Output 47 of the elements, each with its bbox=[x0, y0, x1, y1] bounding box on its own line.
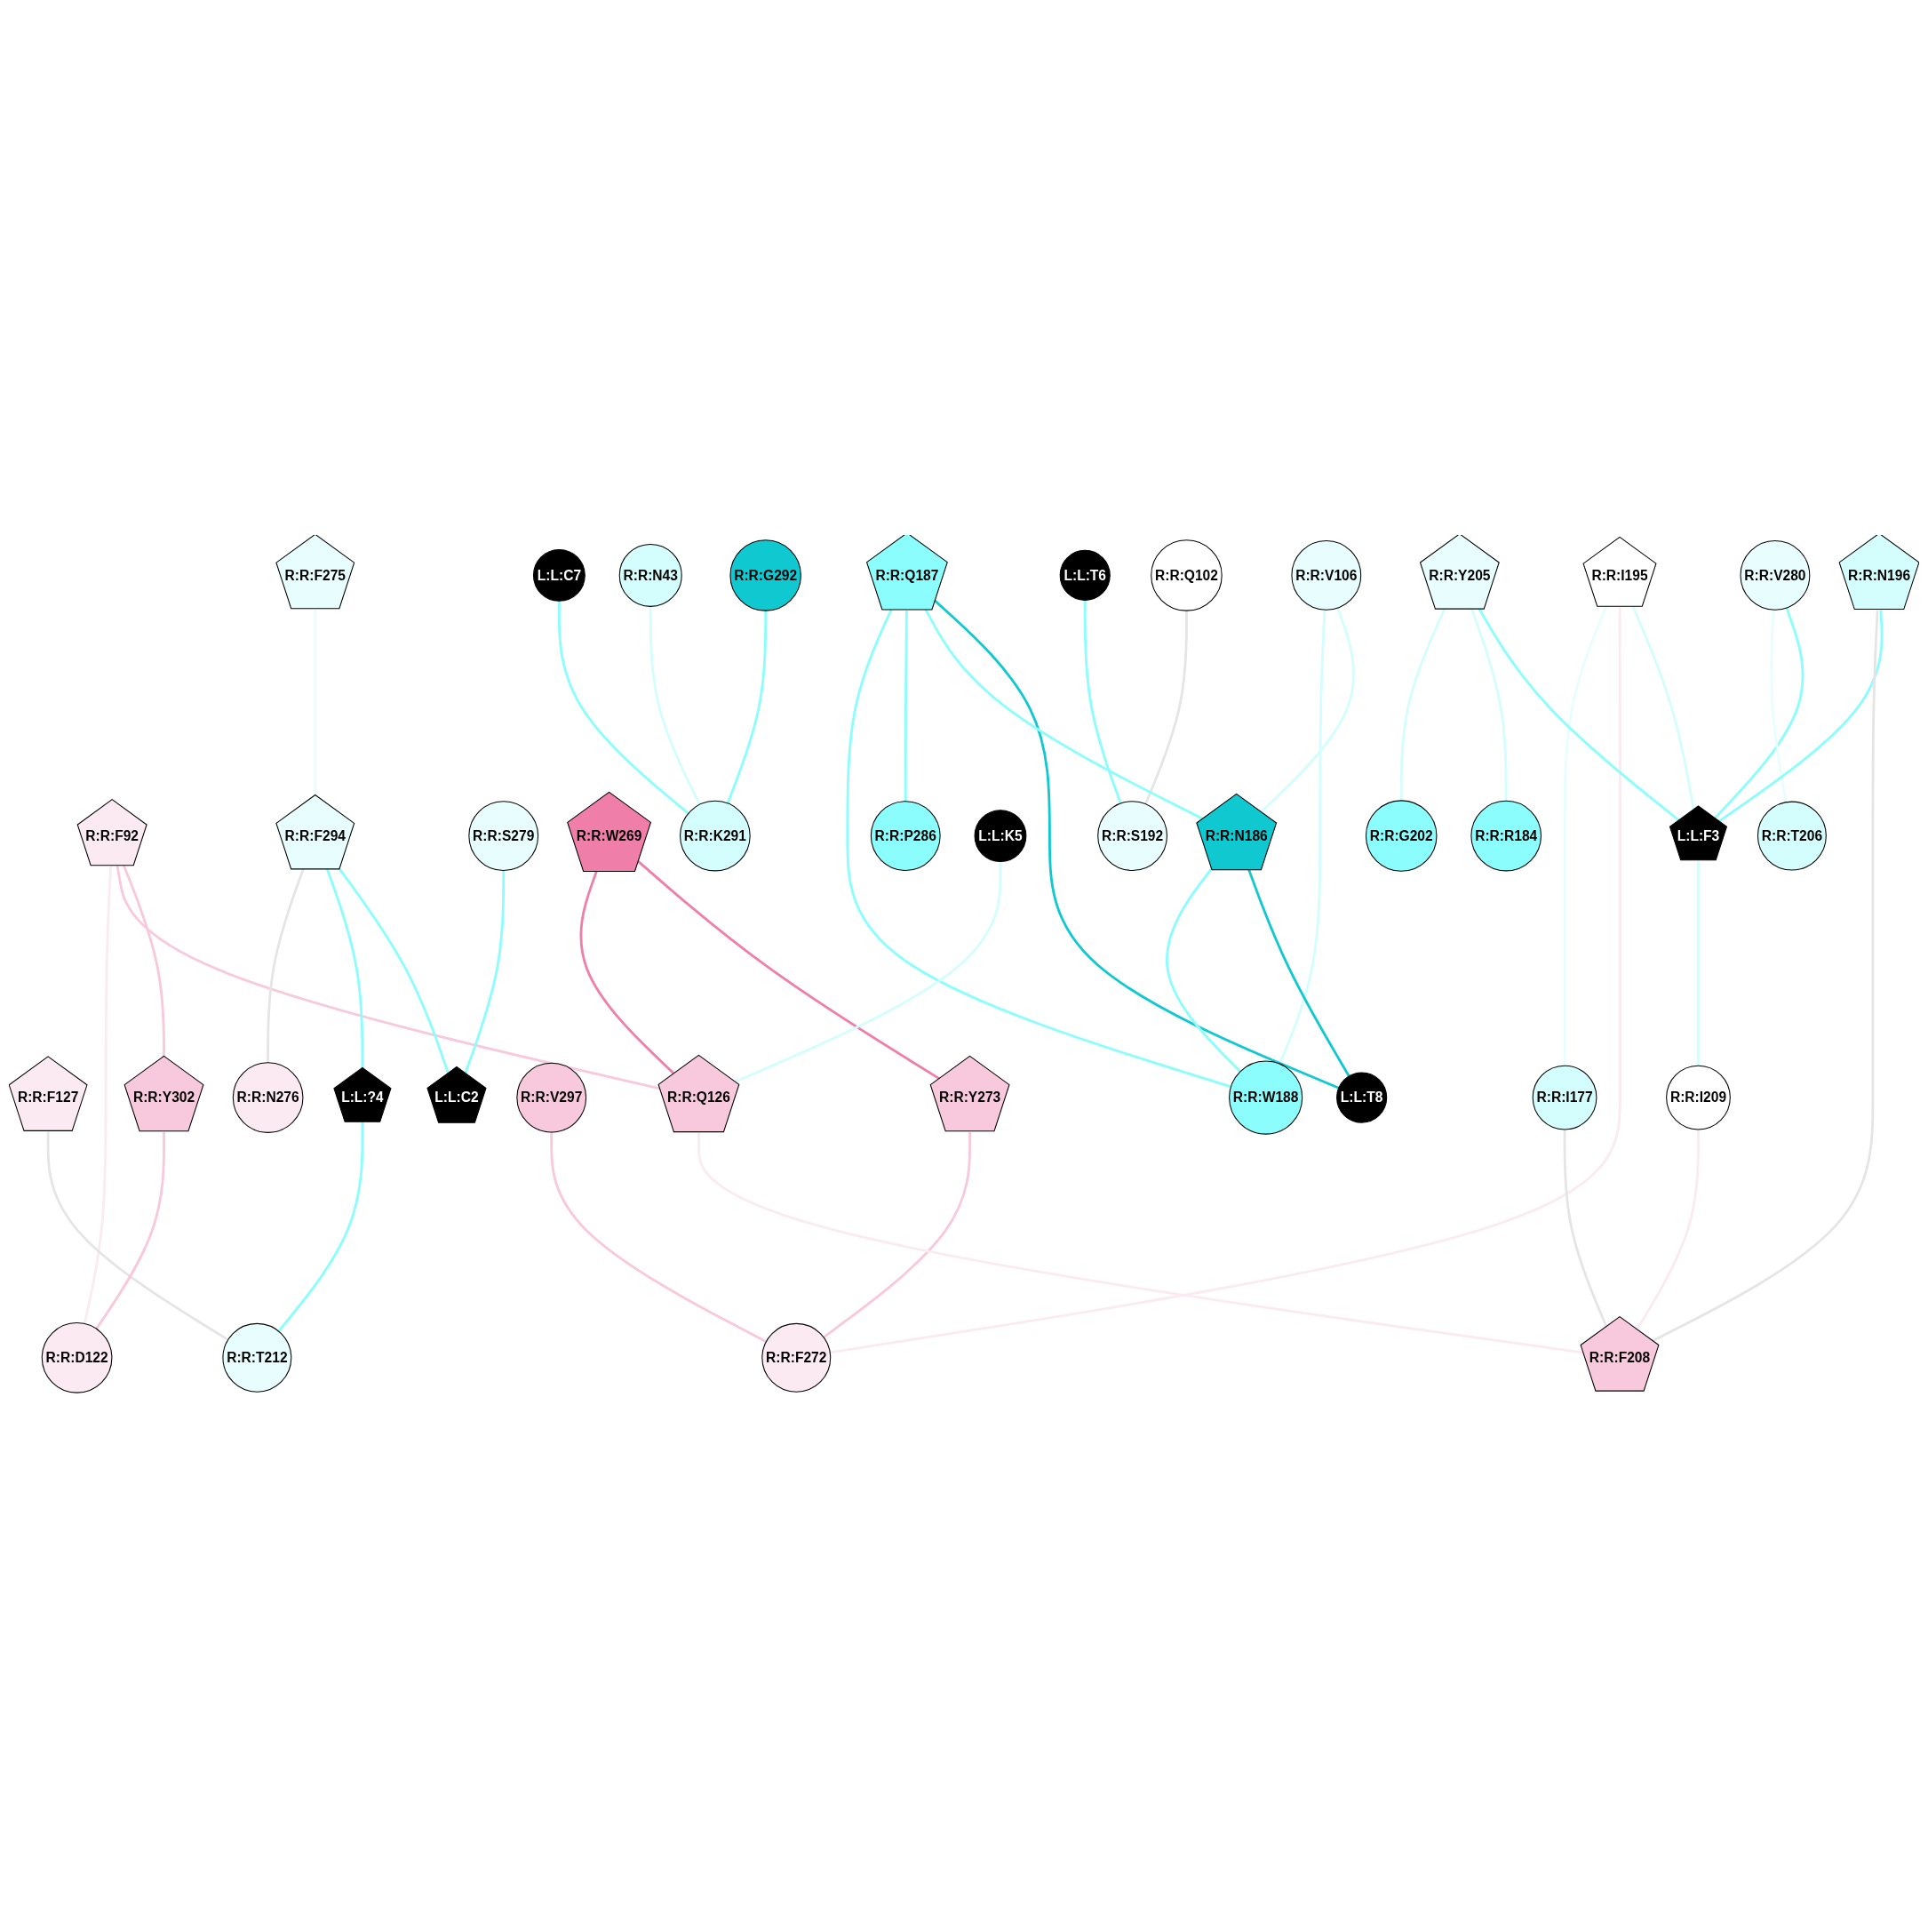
node-circle: L:L:K5 bbox=[974, 809, 1027, 862]
node-circle: R:R:S192 bbox=[1097, 800, 1167, 871]
node-circle: R:R:N43 bbox=[618, 543, 682, 607]
connector bbox=[1260, 607, 1355, 812]
connector bbox=[1717, 610, 1884, 823]
connector bbox=[830, 606, 1621, 1353]
connector bbox=[649, 606, 701, 805]
node-circle: R:R:R184 bbox=[1470, 800, 1542, 871]
node-circle: R:R:D122 bbox=[41, 1321, 113, 1393]
connector bbox=[550, 1131, 767, 1343]
connector bbox=[46, 1131, 229, 1341]
node-circle: R:R:W188 bbox=[1229, 1060, 1303, 1135]
connector bbox=[95, 1131, 165, 1329]
connector bbox=[277, 1122, 364, 1332]
connector bbox=[557, 600, 689, 814]
node-circle: L:L:T6 bbox=[1059, 549, 1111, 601]
node-circle: R:R:T212 bbox=[222, 1322, 292, 1393]
node-circle: R:R:P286 bbox=[870, 800, 941, 871]
node-circle: R:R:I177 bbox=[1532, 1065, 1597, 1130]
node-circle: R:R:G202 bbox=[1365, 799, 1438, 872]
connector bbox=[83, 866, 112, 1324]
connector bbox=[726, 610, 768, 804]
node-circle: R:R:Q102 bbox=[1151, 539, 1223, 611]
connector bbox=[1083, 600, 1122, 804]
connector bbox=[1697, 860, 1700, 1066]
connector bbox=[904, 610, 908, 802]
connector bbox=[1714, 607, 1805, 818]
node-circle: R:R:F272 bbox=[761, 1322, 832, 1393]
node-circle: R:R:G292 bbox=[729, 539, 801, 611]
connector bbox=[1279, 609, 1326, 1065]
node-circle: R:R:N276 bbox=[232, 1061, 304, 1133]
connector bbox=[1144, 610, 1188, 804]
node-circle: R:R:V297 bbox=[516, 1062, 587, 1133]
node-circle: R:R:T206 bbox=[1757, 801, 1827, 871]
node-circle: L:L:T8 bbox=[1336, 1072, 1388, 1123]
node-circle: R:R:I209 bbox=[1666, 1065, 1731, 1130]
connector bbox=[464, 870, 506, 1074]
node-circle: R:R:V280 bbox=[1740, 539, 1811, 611]
node-circle: L:L:C7 bbox=[532, 548, 586, 602]
connector bbox=[1470, 607, 1508, 801]
connector bbox=[1636, 1129, 1700, 1329]
connector bbox=[1563, 1129, 1608, 1327]
node-circle: R:R:V106 bbox=[1291, 539, 1362, 611]
connector bbox=[1770, 609, 1788, 802]
node-circle: R:R:S279 bbox=[468, 800, 539, 871]
connector bbox=[823, 1131, 971, 1338]
node-circle: R:R:K291 bbox=[680, 800, 751, 871]
